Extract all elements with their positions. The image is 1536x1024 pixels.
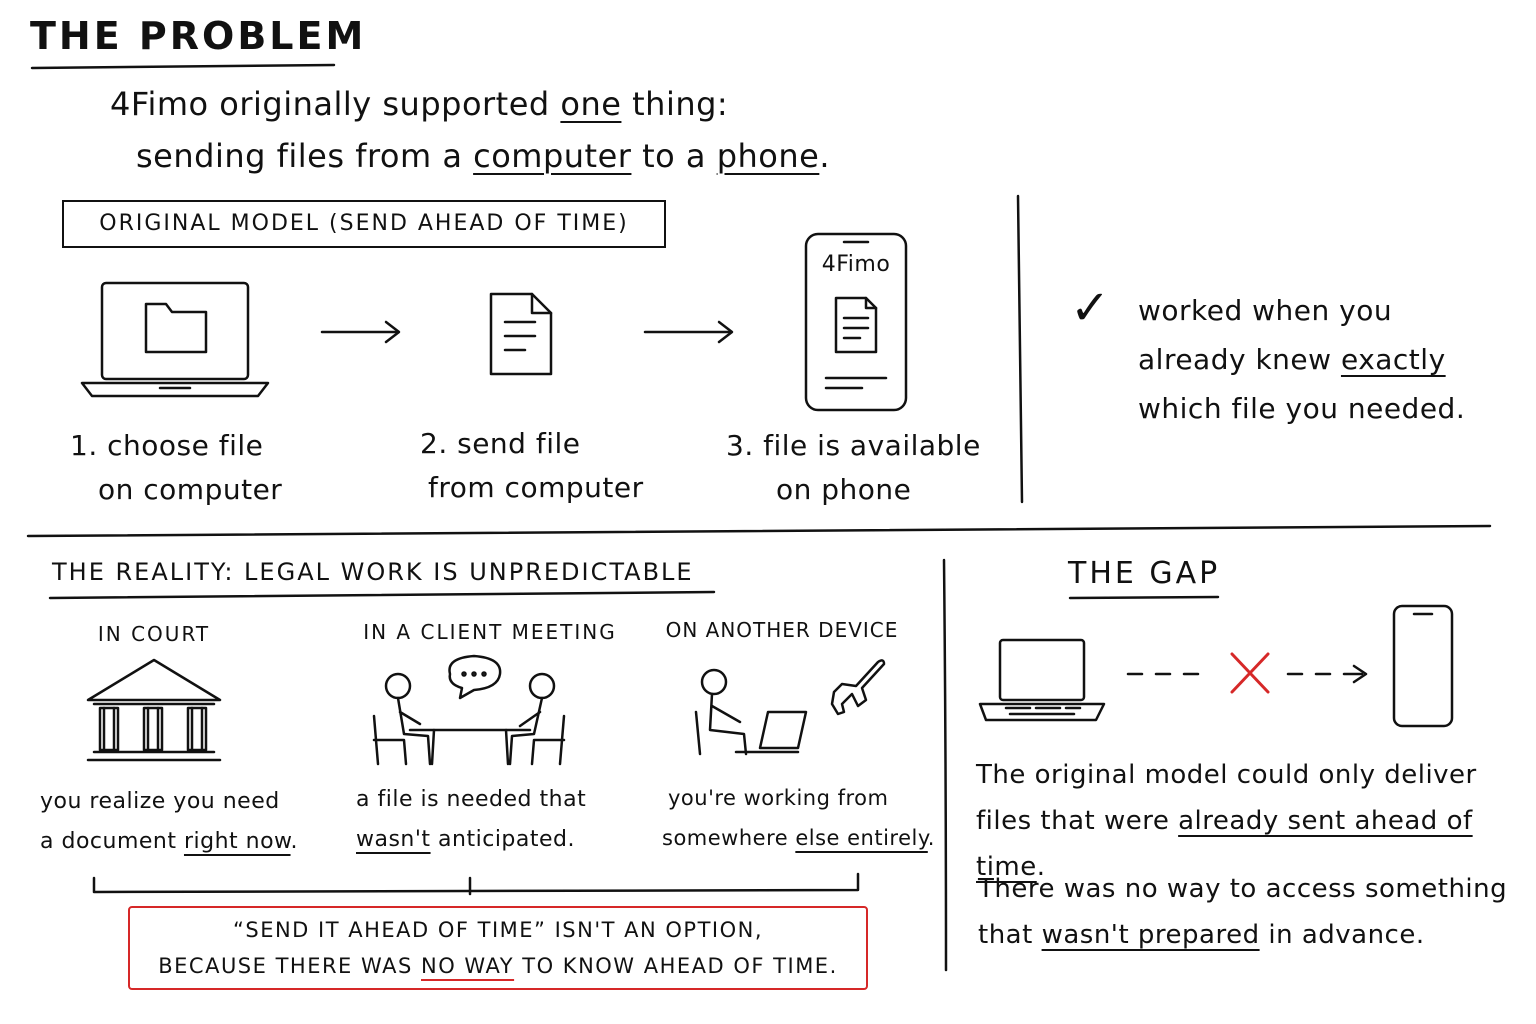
- laptop-icon: [80, 281, 270, 398]
- step-2-text: 2. send file from computer: [420, 427, 644, 504]
- meeting-icon: [372, 654, 566, 766]
- intro-emphasis-computer: computer: [473, 137, 632, 175]
- courthouse-icon: [86, 658, 222, 762]
- scenario-label-court: IN COURT: [97, 622, 211, 646]
- airplane-icon: [830, 659, 886, 716]
- emphasis-else-entirely: else entirely: [795, 826, 928, 850]
- arrow-right-icon-1: [320, 320, 401, 344]
- worked-text: worked when you already knew exactly whi…: [1138, 294, 1466, 425]
- gap-paragraph-2: There was no way to access something tha…: [978, 874, 1508, 950]
- worked-emphasis-exactly: exactly: [1340, 343, 1446, 376]
- blocked-x-icon: [1230, 652, 1270, 694]
- bracket-line: [92, 872, 860, 896]
- step-3-text: 3. file is available on phone: [726, 429, 981, 506]
- intro-text: 4Fimo originally supported one thing: se…: [110, 78, 830, 182]
- phone-app-label: 4Fimo: [821, 252, 891, 277]
- scenario-text-court: you realize you need a document right no…: [40, 789, 299, 854]
- divider-vertical-top: [1016, 194, 1024, 504]
- page-title: THE PROBLEM: [30, 14, 367, 58]
- gap-heading: THE GAP: [1068, 556, 1221, 591]
- emphasis-wasnt: wasn't: [356, 827, 431, 852]
- step-1-text: 1. choose file on computer: [70, 429, 283, 506]
- gap-emphasis-already-sent: already sent ahead of time: [976, 806, 1473, 882]
- phone-icon: [804, 232, 908, 412]
- reality-heading-underline: [48, 590, 716, 600]
- scenario-label-device: ON ANOTHER DEVICE: [665, 618, 899, 642]
- scenario-text-device: you're working from somewhere else entir…: [662, 786, 935, 850]
- scenario-text-meeting: a file is needed that wasn't anticipated…: [356, 787, 587, 852]
- intro-line-2: sending files from a computer to a phone…: [136, 137, 830, 175]
- gap-paragraph-1: The original model could only deliver fi…: [976, 760, 1477, 882]
- gap-laptop-icon: [978, 638, 1106, 722]
- document-icon: [489, 292, 553, 376]
- original-model-label: ORIGINAL MODEL (SEND AHEAD OF TIME): [62, 200, 666, 248]
- gap-heading-underline: [1068, 595, 1220, 600]
- gap-emphasis-wasnt-prepared: wasn't prepared: [1041, 920, 1260, 950]
- divider-horizontal: [26, 524, 1492, 538]
- gap-phone-icon: [1392, 604, 1454, 728]
- arrow-right-icon-2: [643, 320, 734, 344]
- divider-vertical-bottom: [942, 558, 948, 972]
- checkmark-icon: ✓: [1070, 280, 1111, 336]
- callout-emphasis-no-way: NO WAY: [421, 954, 515, 978]
- intro-emphasis-one: one: [560, 85, 622, 123]
- dashed-arrow-icon: [1126, 664, 1368, 684]
- callout-box: “SEND IT AHEAD OF TIME” ISN'T AN OPTION,…: [128, 906, 868, 990]
- person-laptop-icon: [694, 668, 808, 756]
- reality-heading: THE REALITY: LEGAL WORK IS UNPREDICTABLE: [52, 558, 694, 586]
- intro-emphasis-phone: phone: [716, 137, 820, 175]
- intro-line-1: 4Fimo originally supported one thing:: [110, 85, 729, 123]
- emphasis-right-now: right now: [183, 829, 291, 854]
- scenario-label-meeting: IN A CLIENT MEETING: [363, 620, 617, 644]
